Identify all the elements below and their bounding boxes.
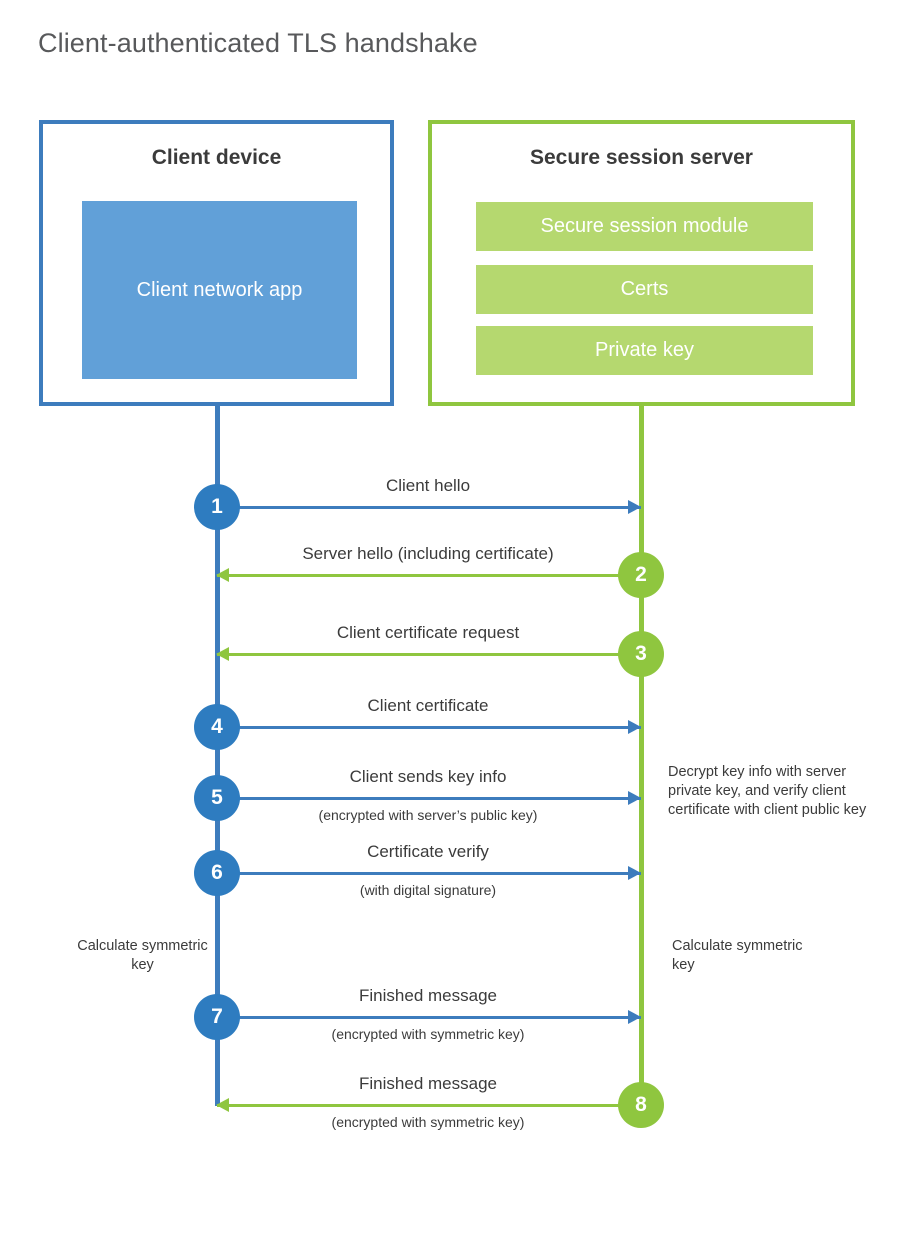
arrow-head-icon <box>628 500 641 514</box>
server-component-label: Secure session module <box>540 215 749 237</box>
step-circle-3[interactable]: 3 <box>618 631 664 677</box>
message-sublabel-6: (with digital signature) <box>359 882 497 898</box>
note-server-decrypt: Decrypt key info with server private key… <box>668 764 867 819</box>
client-network-app-block: Client network app <box>82 201 357 379</box>
arrow-head-icon <box>216 1098 229 1112</box>
arrow-head-icon <box>216 647 229 661</box>
server-component-label: Certs <box>620 278 669 300</box>
server-lifeline <box>639 406 644 1106</box>
arrow-head-icon <box>628 791 641 805</box>
message-label-1: Client hello <box>385 476 471 495</box>
arrow-shaft <box>217 797 641 800</box>
arrow-shaft <box>217 872 641 875</box>
arrow-shaft <box>217 506 641 509</box>
message-label-2: Server hello (including certificate) <box>302 544 554 563</box>
note-server-calculate-symmetric-key: Calculate symmetric key <box>672 938 803 974</box>
step-circle-2[interactable]: 2 <box>618 552 664 598</box>
arrow-shaft <box>217 574 641 577</box>
step-circle-4[interactable]: 4 <box>194 704 240 750</box>
note-client-calculate-symmetric-key: Calculate symmetric key <box>77 938 208 974</box>
arrow-head-icon <box>216 568 229 582</box>
arrow-head-icon <box>628 1010 641 1024</box>
message-sublabel-8: (encrypted with symmetric key) <box>331 1114 525 1130</box>
message-label-3: Client certificate request <box>336 623 520 642</box>
client-network-app-label: Client network app <box>136 278 303 301</box>
message-label-7: Finished message <box>359 986 497 1005</box>
step-circle-1[interactable]: 1 <box>194 484 240 530</box>
secure-session-server-box: Secure session server Secure session mod… <box>428 120 855 406</box>
arrow-head-icon <box>628 866 641 880</box>
message-sublabel-5: (encrypted with server’s public key) <box>318 807 538 823</box>
arrow-shaft <box>217 1016 641 1019</box>
client-device-box: Client device Client network app <box>39 120 394 406</box>
step-circle-6[interactable]: 6 <box>194 850 240 896</box>
page-title: Client-authenticated TLS handshake <box>38 28 478 58</box>
message-sublabel-7: (encrypted with symmetric key) <box>331 1026 525 1042</box>
message-label-8: Finished message <box>359 1074 497 1093</box>
arrow-shaft <box>217 726 641 729</box>
step-circle-7[interactable]: 7 <box>194 994 240 1040</box>
secure-session-server-title: Secure session server <box>530 146 753 169</box>
step-circle-8[interactable]: 8 <box>618 1082 664 1128</box>
client-lifeline <box>215 406 220 1106</box>
step-circle-5[interactable]: 5 <box>194 775 240 821</box>
server-component-secure-session-module: Secure session module <box>476 202 813 251</box>
arrow-shaft <box>217 653 641 656</box>
message-label-6: Certificate verify <box>367 842 489 861</box>
message-label-5: Client sends key info <box>349 767 507 786</box>
server-component-label: Private key <box>595 339 694 361</box>
arrow-head-icon <box>628 720 641 734</box>
arrow-shaft <box>217 1104 641 1107</box>
client-device-title: Client device <box>151 146 282 169</box>
message-label-4: Client certificate <box>367 696 489 715</box>
server-component-certs: Certs <box>476 265 813 314</box>
server-component-private-key: Private key <box>476 326 813 375</box>
